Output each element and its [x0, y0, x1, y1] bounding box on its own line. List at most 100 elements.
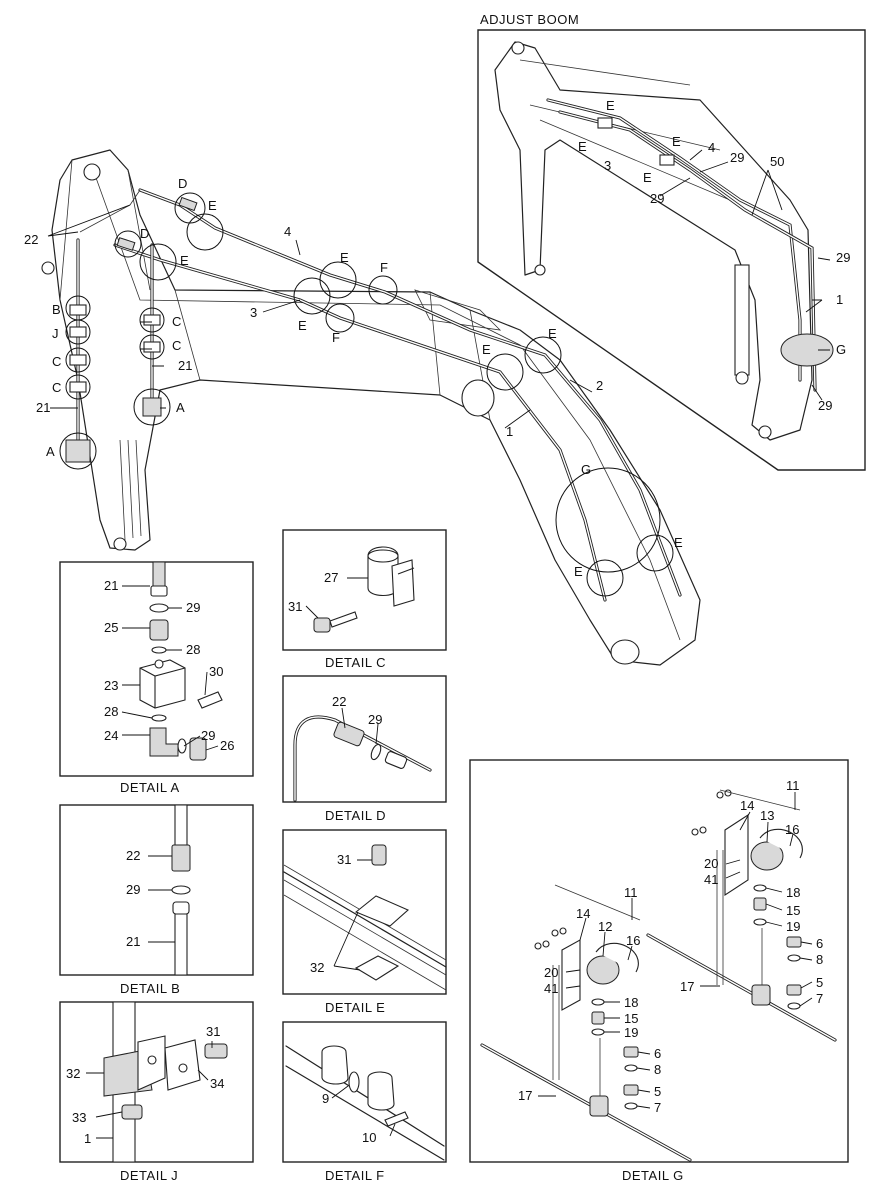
svg-text:28: 28 [186, 642, 200, 657]
svg-text:20: 20 [704, 856, 718, 871]
detail-e-labels: 31 32 DETAIL E [310, 852, 385, 1015]
detail-g-labels: 11 14 13 16 20 41 18 15 19 6 8 5 7 17 11… [518, 778, 823, 1183]
svg-text:DETAIL D: DETAIL D [325, 808, 386, 823]
svg-text:21: 21 [126, 934, 140, 949]
svg-text:29: 29 [730, 150, 744, 165]
svg-text:25: 25 [104, 620, 118, 635]
svg-text:19: 19 [624, 1025, 638, 1040]
detail-d [282, 675, 447, 803]
svg-text:13: 13 [760, 808, 774, 823]
svg-text:34: 34 [210, 1076, 224, 1091]
svg-text:16: 16 [785, 822, 799, 837]
svg-text:41: 41 [544, 981, 558, 996]
svg-text:DETAIL E: DETAIL E [325, 1000, 385, 1015]
svg-text:2: 2 [596, 378, 603, 393]
svg-text:22: 22 [126, 848, 140, 863]
svg-text:DETAIL A: DETAIL A [120, 780, 180, 795]
svg-text:32: 32 [66, 1066, 80, 1081]
svg-text:E: E [578, 139, 587, 154]
svg-text:D: D [178, 176, 187, 191]
detail-j [59, 1001, 254, 1163]
svg-text:16: 16 [626, 933, 640, 948]
svg-text:DETAIL F: DETAIL F [325, 1168, 385, 1183]
svg-text:50: 50 [770, 154, 784, 169]
svg-text:E: E [672, 134, 681, 149]
svg-text:5: 5 [816, 975, 823, 990]
svg-text:1: 1 [506, 424, 513, 439]
svg-text:26: 26 [220, 738, 234, 753]
svg-text:24: 24 [104, 728, 118, 743]
svg-text:E: E [482, 342, 491, 357]
svg-text:4: 4 [708, 140, 715, 155]
svg-text:7: 7 [816, 991, 823, 1006]
svg-text:8: 8 [816, 952, 823, 967]
svg-text:23: 23 [104, 678, 118, 693]
detail-g [469, 759, 849, 1163]
svg-text:22: 22 [332, 694, 346, 709]
svg-text:31: 31 [337, 852, 351, 867]
svg-text:17: 17 [518, 1088, 532, 1103]
adjust-boom-inset [477, 29, 866, 471]
svg-text:19: 19 [786, 919, 800, 934]
svg-text:29: 29 [126, 882, 140, 897]
svg-text:29: 29 [201, 728, 215, 743]
svg-text:29: 29 [836, 250, 850, 265]
detail-c-labels: 27 31 DETAIL C [288, 570, 386, 670]
detail-e [282, 829, 447, 995]
svg-text:12: 12 [598, 919, 612, 934]
svg-text:E: E [548, 326, 557, 341]
detail-d-labels: 22 29 DETAIL D [325, 694, 386, 823]
svg-text:29: 29 [368, 712, 382, 727]
svg-text:32: 32 [310, 960, 324, 975]
svg-text:21: 21 [178, 358, 192, 373]
svg-text:B: B [52, 302, 61, 317]
detail-f-labels: 9 10 DETAIL F [322, 1091, 385, 1183]
svg-text:30: 30 [209, 664, 223, 679]
svg-text:1: 1 [836, 292, 843, 307]
svg-text:F: F [332, 330, 340, 345]
svg-text:DETAIL G: DETAIL G [622, 1168, 684, 1183]
svg-text:G: G [836, 342, 846, 357]
svg-text:DETAIL C: DETAIL C [325, 655, 386, 670]
svg-text:DETAIL J: DETAIL J [120, 1168, 178, 1183]
svg-text:3: 3 [604, 158, 611, 173]
svg-text:9: 9 [322, 1091, 329, 1106]
svg-text:20: 20 [544, 965, 558, 980]
svg-text:E: E [674, 535, 683, 550]
svg-text:28: 28 [104, 704, 118, 719]
svg-text:18: 18 [786, 885, 800, 900]
svg-text:G: G [581, 462, 591, 477]
detail-c [282, 529, 447, 651]
svg-text:21: 21 [36, 400, 50, 415]
svg-text:E: E [298, 318, 307, 333]
svg-text:11: 11 [624, 885, 638, 900]
svg-text:C: C [172, 338, 181, 353]
svg-text:C: C [52, 380, 61, 395]
main-boom-labels: D D E E E E E E F F 22 4 3 2 1 B J C C 2… [24, 176, 683, 579]
svg-text:J: J [52, 326, 59, 341]
detail-a [59, 561, 254, 777]
svg-text:14: 14 [740, 798, 754, 813]
svg-text:E: E [340, 250, 349, 265]
adjust-boom-labels: ADJUST BOOM E E E E 3 4 29 29 50 29 1 G … [480, 12, 850, 413]
svg-text:14: 14 [576, 906, 590, 921]
svg-text:4: 4 [284, 224, 291, 239]
svg-text:6: 6 [816, 936, 823, 951]
svg-text:8: 8 [654, 1062, 661, 1077]
svg-text:E: E [180, 253, 189, 268]
svg-text:5: 5 [654, 1084, 661, 1099]
svg-text:3: 3 [250, 305, 257, 320]
svg-text:F: F [380, 260, 388, 275]
svg-text:22: 22 [24, 232, 38, 247]
svg-text:E: E [643, 170, 652, 185]
svg-text:6: 6 [654, 1046, 661, 1061]
svg-text:31: 31 [206, 1024, 220, 1039]
svg-text:15: 15 [786, 903, 800, 918]
main-boom-view [41, 149, 701, 666]
svg-text:10: 10 [362, 1130, 376, 1145]
svg-text:C: C [172, 314, 181, 329]
detail-b-labels: 22 29 21 DETAIL B [120, 848, 180, 996]
svg-text:17: 17 [680, 979, 694, 994]
svg-text:31: 31 [288, 599, 302, 614]
